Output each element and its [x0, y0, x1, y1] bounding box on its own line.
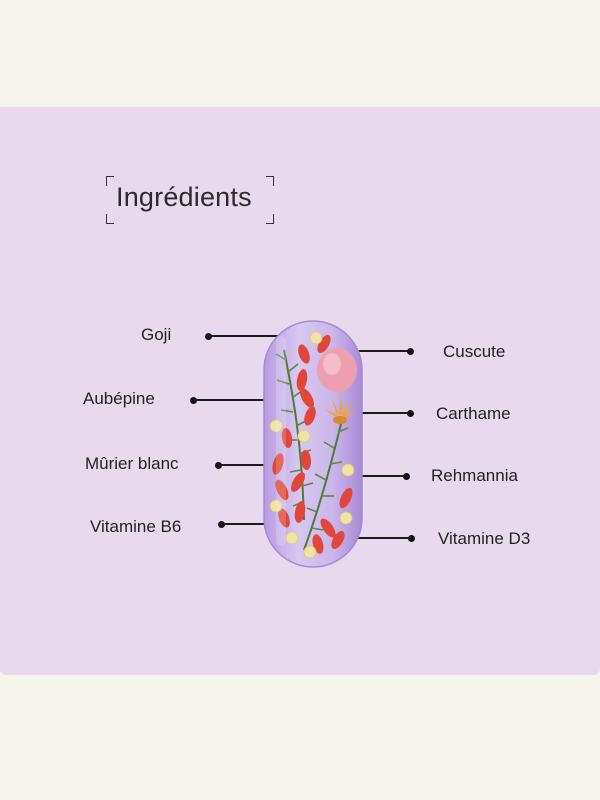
label-goji: Goji — [141, 325, 172, 344]
label-murier-blanc: Mûrier blanc — [85, 454, 179, 473]
vitamin-beads — [269, 331, 355, 559]
safflower-flower — [324, 395, 356, 424]
pointer-dot-rehmannia — [403, 473, 410, 480]
pointer-dot-vitamine-d3 — [408, 535, 415, 542]
rosemary-sprig — [283, 349, 343, 551]
label-vitamine-b6: Vitamine B6 — [90, 517, 182, 536]
pointer-line-murier-blanc — [218, 464, 268, 466]
pointer-line-aubepine — [193, 399, 264, 401]
pointer-line-rehmannia — [362, 475, 406, 477]
label-carthame: Carthame — [436, 404, 511, 423]
pointer-dot-carthame — [407, 410, 414, 417]
pointer-line-carthame — [362, 412, 410, 414]
goji-berries — [272, 334, 353, 554]
label-rehmannia: Rehmannia — [431, 466, 518, 485]
pointer-dot-cuscute — [407, 348, 414, 355]
page-title: Ingrédients — [116, 182, 252, 212]
bracket-corner-bottom-right — [266, 214, 274, 224]
capsule-illustration — [263, 320, 363, 568]
label-cuscute: Cuscute — [443, 342, 506, 361]
pointer-line-goji — [208, 335, 278, 337]
title-frame: Ingrédients — [106, 176, 274, 224]
bracket-corner-top-right — [266, 176, 274, 186]
label-aubepine: Aubépine — [83, 389, 155, 408]
pointer-line-vitamine-b6 — [221, 523, 267, 525]
pointer-line-cuscute — [358, 350, 410, 352]
pointer-line-vitamine-d3 — [358, 537, 411, 539]
bracket-corner-top-left — [106, 176, 114, 186]
bracket-corner-bottom-left — [106, 214, 114, 224]
label-vitamine-d3: Vitamine D3 — [438, 529, 531, 548]
